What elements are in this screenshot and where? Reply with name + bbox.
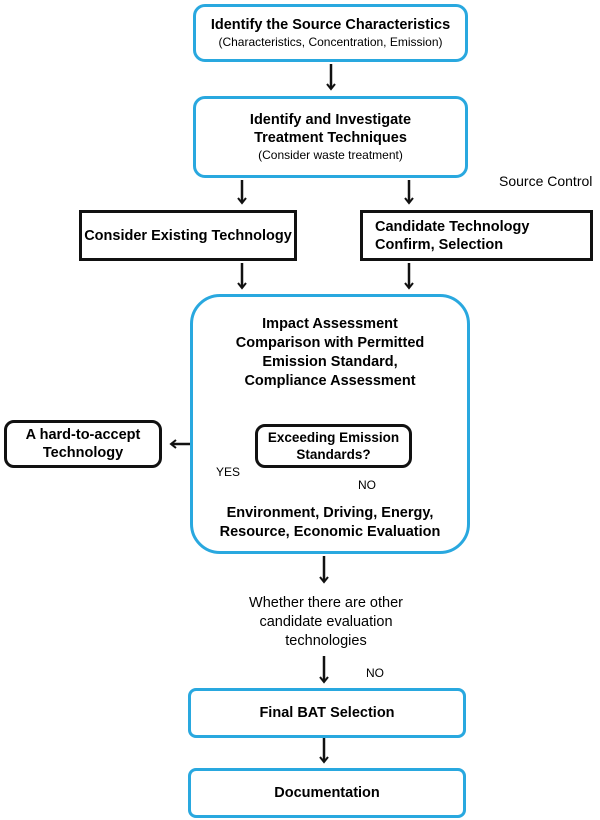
source-characteristics-title: Identify the Source Characteristics bbox=[210, 17, 451, 33]
source-control-label: Source Control bbox=[499, 173, 593, 189]
final-bat-selection-text: Final BAT Selection bbox=[259, 705, 395, 721]
existing-technology-text: Consider Existing Technology bbox=[84, 227, 292, 244]
no-label-exceeding: NO bbox=[358, 478, 376, 492]
treatment-techniques-title: Identify and Investigate Treatment Techn… bbox=[249, 112, 412, 146]
evaluation-text-box: Environment, Driving, Energy, Resource, … bbox=[212, 500, 448, 546]
final-bat-selection-box: Final BAT Selection bbox=[188, 688, 466, 738]
treatment-techniques-subtitle: (Consider waste treatment) bbox=[258, 148, 403, 162]
source-characteristics-subtitle: (Characteristics, Concentration, Emissio… bbox=[218, 35, 443, 49]
candidate-technology-text: Candidate Technology Confirm, Selection bbox=[375, 218, 530, 253]
exceeding-standards-box: Exceeding Emission Standards? bbox=[255, 424, 412, 468]
hard-to-accept-box: A hard-to-accept Technology bbox=[4, 420, 162, 468]
impact-assessment-text-box: Impact Assessment Comparison with Permit… bbox=[235, 312, 425, 394]
candidate-technology-box: Candidate Technology Confirm, Selection bbox=[360, 210, 593, 261]
yes-label: YES bbox=[216, 465, 241, 479]
treatment-techniques-box: Identify and Investigate Treatment Techn… bbox=[193, 96, 468, 178]
impact-assessment-text: Impact Assessment Comparison with Permit… bbox=[235, 316, 425, 389]
evaluation-text: Environment, Driving, Energy, Resource, … bbox=[219, 505, 441, 540]
documentation-text: Documentation bbox=[274, 785, 380, 801]
no-label-whether: NO bbox=[366, 666, 384, 680]
documentation-box: Documentation bbox=[188, 768, 466, 818]
source-characteristics-box: Identify the Source Characteristics (Cha… bbox=[193, 4, 468, 62]
hard-to-accept-text: A hard-to-accept Technology bbox=[25, 427, 141, 461]
existing-technology-box: Consider Existing Technology bbox=[79, 210, 297, 261]
exceeding-standards-text: Exceeding Emission Standards? bbox=[267, 430, 400, 462]
whether-other-candidates-text: Whether there are other candidate evalua… bbox=[249, 595, 403, 649]
